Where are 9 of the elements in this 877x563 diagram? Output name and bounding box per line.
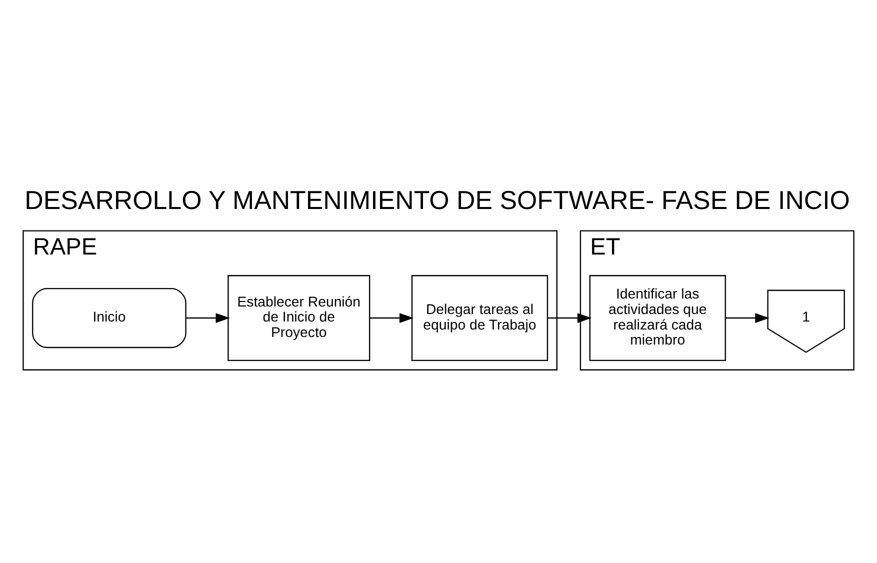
node-box: Delegar tareas al equipo de Trabajo bbox=[411, 275, 548, 362]
diagram-title: DESARROLLO Y MANTENIMIENTO DE SOFTWARE- FASE DE INCIO bbox=[24, 187, 850, 216]
node-box: Establecer Reunión de Inicio de Proyecto bbox=[228, 275, 370, 362]
arrow bbox=[370, 313, 414, 323]
arrow bbox=[548, 313, 592, 323]
arrow bbox=[725, 313, 770, 323]
node-box: Identificar las actividades que realizará cada miembro bbox=[589, 275, 726, 362]
arrow bbox=[186, 313, 230, 323]
node-box: Inicio bbox=[32, 288, 186, 348]
